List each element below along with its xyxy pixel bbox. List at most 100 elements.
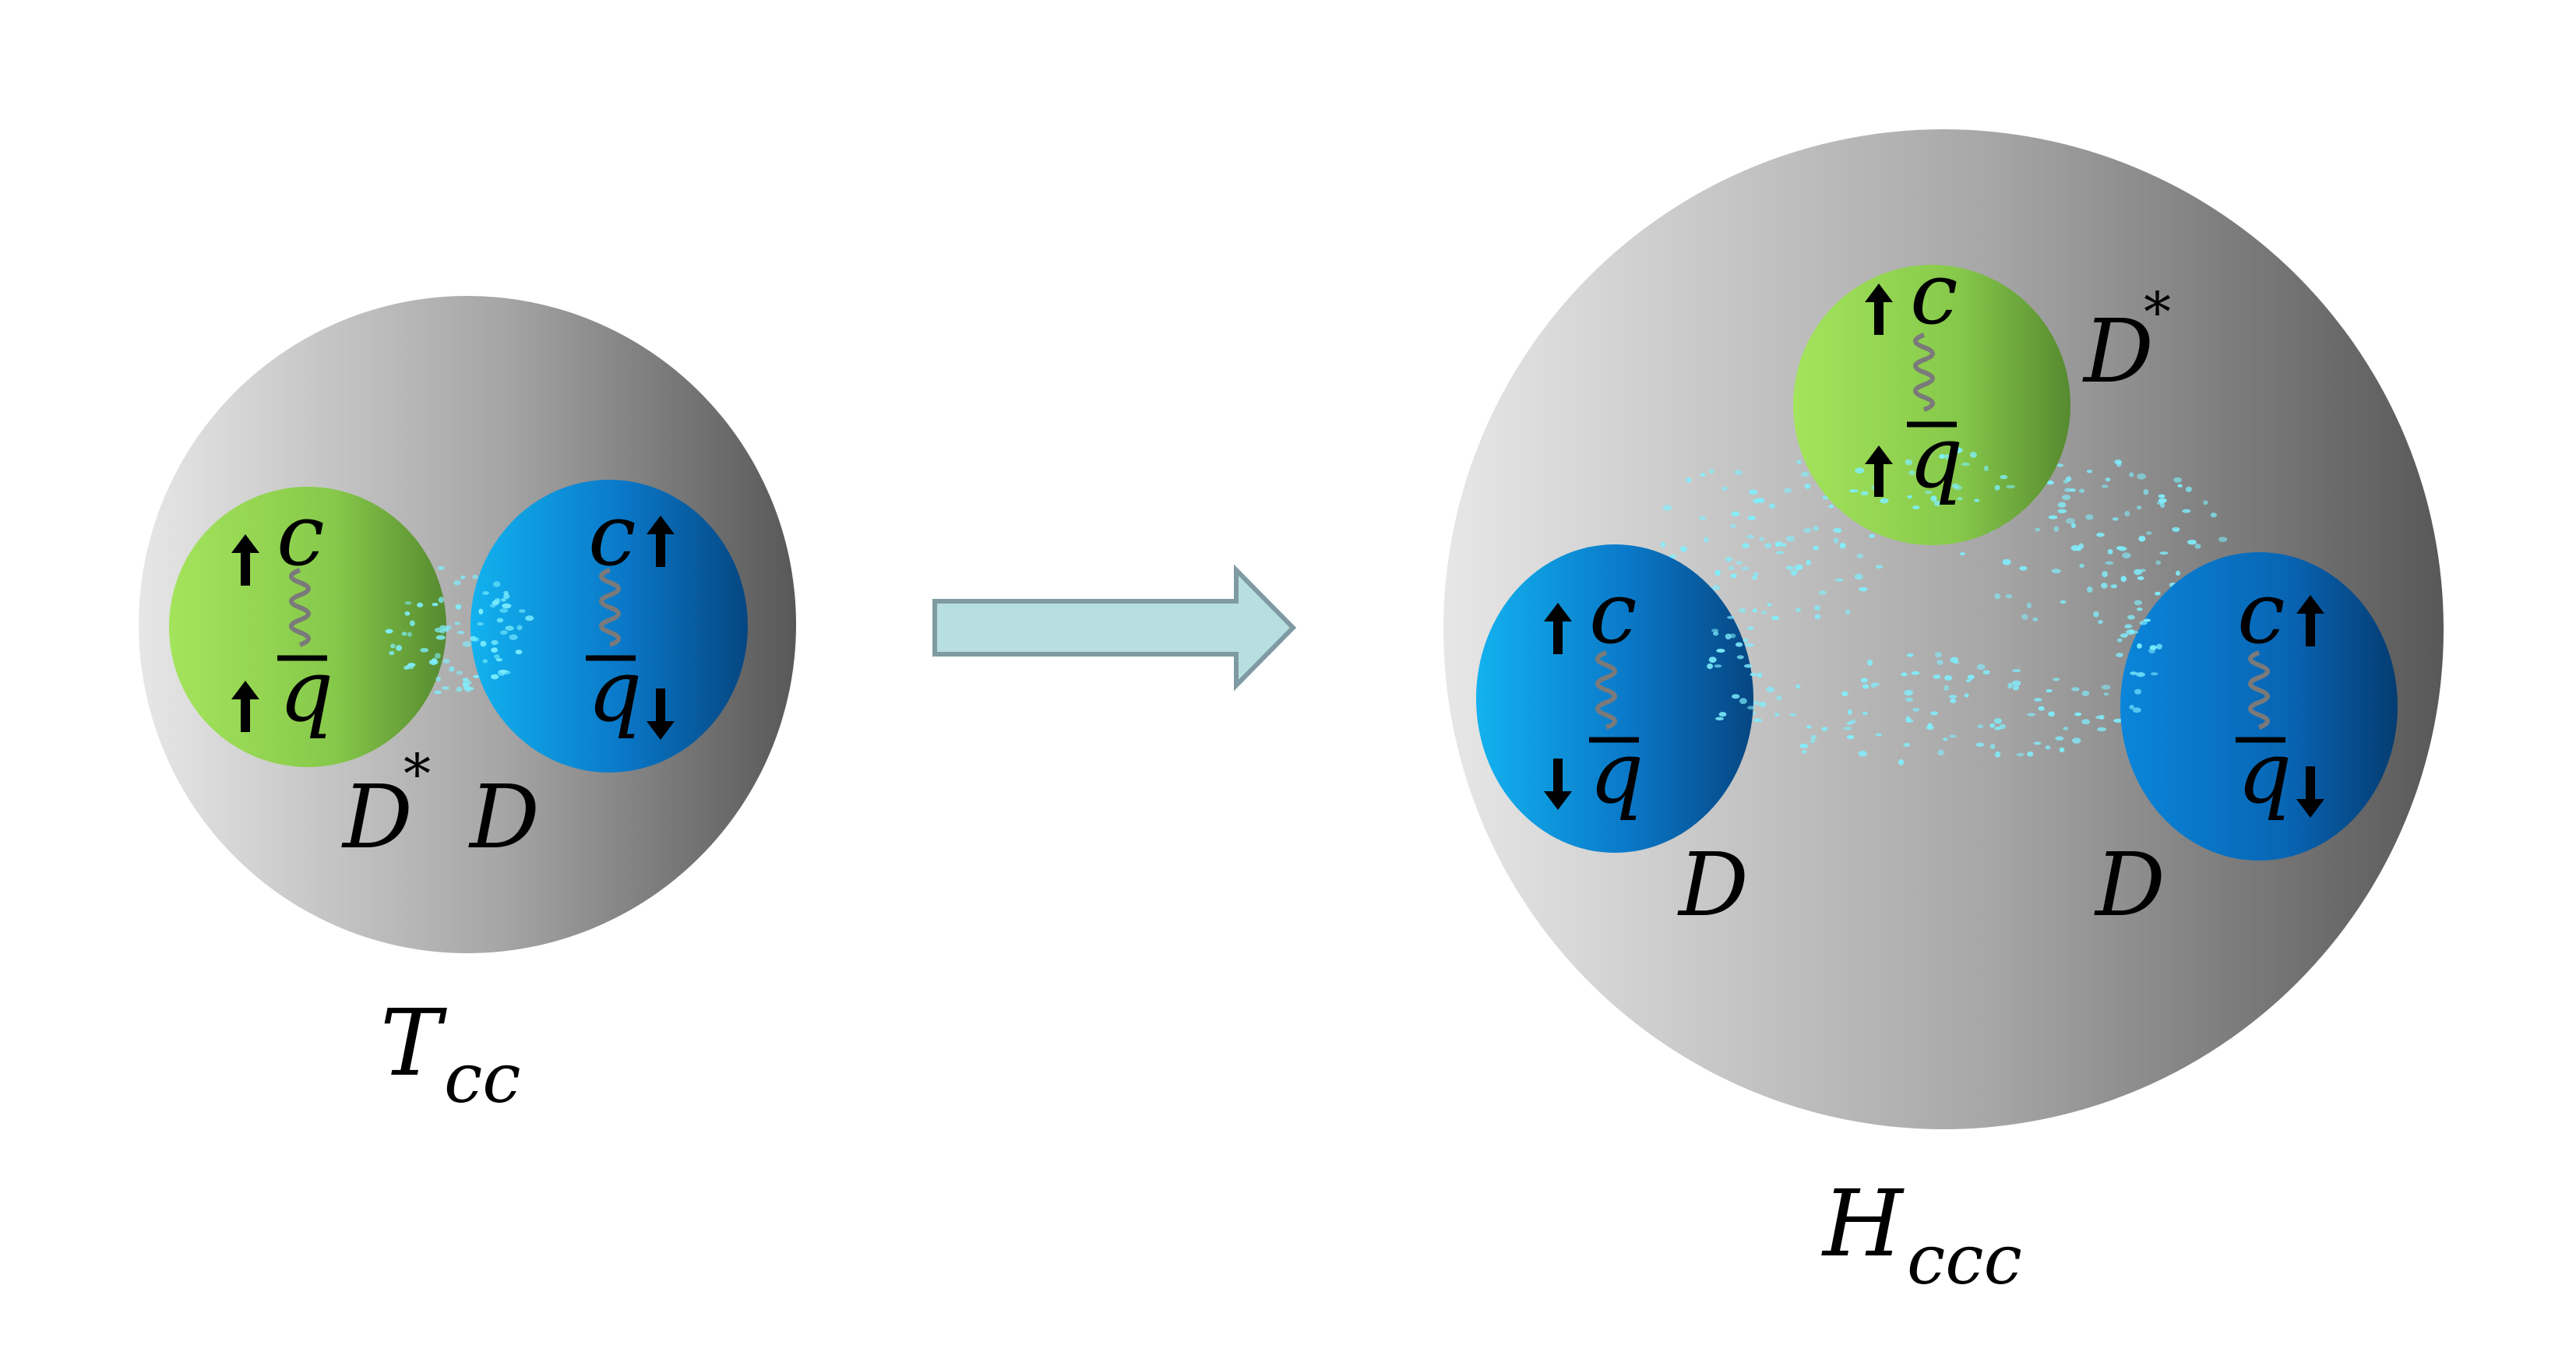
cloud-dot	[2129, 472, 2134, 477]
cloud-dot	[2086, 470, 2093, 474]
cloud-dot	[1933, 674, 1941, 679]
cloud-dot	[1761, 611, 1767, 614]
cloud-dot	[2101, 685, 2111, 690]
cloud-dot	[1758, 702, 1767, 707]
cloud-dot	[2052, 678, 2060, 681]
antiquark-label: q	[587, 641, 642, 741]
cloud-dot	[1957, 497, 1963, 501]
tcc-green-quarks: c q	[231, 485, 333, 741]
cloud-dot	[1965, 679, 1972, 683]
cloud-dot	[1847, 709, 1852, 716]
gluon-spring-icon	[599, 568, 621, 647]
charm-quark-label: c	[1589, 563, 1637, 663]
cloud-dot	[472, 574, 478, 579]
cloud-dot	[438, 597, 444, 604]
hccc-dstar-superscript: *	[2144, 280, 2171, 344]
cloud-dot	[2048, 711, 2055, 717]
spin-down-icon	[1544, 759, 1572, 810]
cloud-dot	[480, 640, 487, 647]
cloud-dot	[462, 679, 472, 686]
cloud-dot	[1869, 533, 1875, 538]
cloud-dot	[456, 671, 463, 675]
charm-quark-label: c	[588, 485, 636, 585]
cloud-dot	[2070, 523, 2076, 528]
cloud-dot	[1775, 551, 1785, 554]
cloud-dot	[428, 659, 439, 665]
tcc-title-subscript: cc	[444, 1038, 521, 1118]
cloud-dot	[2134, 688, 2141, 695]
cloud-dot	[2137, 607, 2143, 611]
cloud-dot	[2101, 583, 2108, 589]
cloud-dot	[2099, 714, 2105, 720]
cloud-dot	[2027, 752, 2034, 757]
charm-quark-label: c	[1910, 244, 1958, 343]
cloud-dot	[1930, 495, 1937, 502]
cloud-dot	[2130, 630, 2139, 634]
cloud-dot	[1714, 664, 1722, 668]
cloud-dot	[1750, 672, 1757, 677]
cloud-dot	[478, 608, 484, 614]
cloud-dot	[1795, 607, 1801, 612]
cloud-dot	[2021, 614, 2028, 620]
cloud-dot	[1764, 543, 1772, 548]
cloud-dot	[2137, 473, 2146, 480]
cloud-dot	[2048, 515, 2058, 519]
cloud-dot	[2055, 736, 2064, 741]
cloud-dot	[2012, 685, 2020, 691]
cloud-dot	[1734, 470, 1743, 475]
cloud-dot	[1736, 642, 1743, 647]
cloud-dot	[1935, 652, 1942, 658]
cloud-dot	[1800, 471, 1810, 477]
cloud-dot	[2136, 672, 2145, 678]
cloud-dot	[1989, 744, 1996, 749]
cloud-dot	[1769, 503, 1775, 509]
cloud-dot	[477, 621, 484, 626]
cloud-dot	[525, 615, 534, 621]
cloud-dot	[1806, 559, 1811, 565]
cloud-dot	[2063, 727, 2069, 731]
cloud-dot	[2155, 591, 2161, 596]
cloud-dot	[1954, 447, 1963, 453]
cloud-dot	[1743, 638, 1748, 643]
cloud-dot	[2155, 560, 2162, 565]
cloud-dot	[502, 603, 512, 609]
antiquark-label: q	[1589, 723, 1644, 822]
cloud-dot	[435, 676, 441, 682]
cloud-dot	[1789, 569, 1799, 575]
cloud-dot	[495, 658, 503, 662]
cloud-dot	[1752, 608, 1757, 613]
cloud-dot	[1730, 573, 1737, 579]
cloud-dot	[2019, 565, 2028, 571]
cloud-dot	[1712, 585, 1720, 591]
cloud-dot	[1967, 674, 1975, 680]
cloud-dot	[2110, 584, 2118, 589]
cloud-dot	[2081, 690, 2090, 696]
cloud-dot	[1813, 545, 1819, 551]
cloud-dot	[2105, 561, 2114, 565]
cloud-dot	[1828, 505, 1834, 509]
spin-up-icon	[2296, 595, 2324, 646]
tcc-cloud	[385, 565, 534, 695]
cloud-dot	[2070, 488, 2076, 492]
cloud-dot	[498, 670, 506, 676]
cloud-dot	[1795, 684, 1801, 689]
cloud-dot	[2117, 638, 2123, 643]
cloud-dot	[1912, 707, 1920, 712]
cloud-dot	[2130, 671, 2137, 675]
cloud-dot	[1875, 733, 1882, 737]
cloud-dot	[2143, 489, 2149, 495]
cloud-dot	[2056, 463, 2064, 467]
charm-quark-label: c	[2237, 563, 2285, 663]
tcc-dstar-superscript: *	[403, 742, 431, 806]
cloud-dot	[1742, 543, 1750, 548]
cloud-dot	[516, 625, 523, 631]
cloud-dot	[1729, 633, 1736, 639]
cloud-dot	[1845, 609, 1851, 615]
tcc-blue-meson	[470, 480, 748, 773]
cloud-dot	[1905, 697, 1914, 702]
cloud-dot	[1669, 554, 1677, 558]
cloud-dot	[2182, 509, 2191, 513]
cloud-dot	[449, 666, 455, 672]
cloud-dot	[1839, 543, 1846, 549]
cloud-dot	[2016, 752, 2025, 757]
